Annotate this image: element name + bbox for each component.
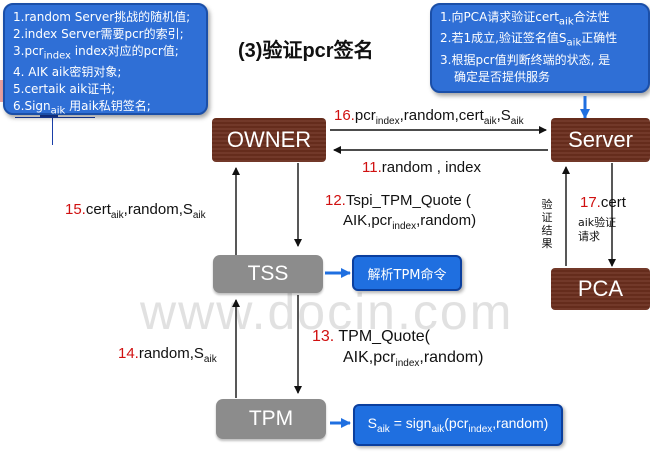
legend-line-4: 4. AIK aik密钥对象; [13,65,122,80]
right-note-line-3: 3.根据pcr值判断终端的状态, 是 [440,52,611,67]
legend-line-6: 6.Signaik 用aik私钥签名; [13,99,151,117]
sign-formula-box: Saik = signaik(pcrindex,random) [353,404,563,446]
parse-tpm-command-box: 解析TPM命令 [352,255,462,291]
diagram-title: (3)验证pcr签名 [238,40,374,62]
left-legend-note: 1.random Server挑战的随机值; 2.index Server需要p… [3,3,208,117]
decorative-line-h [15,117,95,118]
watermark: www.docin.com [140,284,514,340]
pca-node: PCA [551,268,650,310]
message-15: 15.certaik,random,Saik [65,201,206,221]
owner-label: OWNER [226,127,312,152]
decorative-line-v [52,95,53,145]
server-node: Server [551,118,650,162]
server-label: Server [568,127,633,152]
right-legend-note: 1.向PCA请求验证certaik合法性 2.若1成立,验证签名值Saik正确性… [430,3,650,93]
tss-label: TSS [247,262,289,285]
message-11: 11.random , index [362,159,481,176]
tpm-node: TPM [216,399,326,439]
sign-formula: Saik = signaik(pcrindex,random) [367,415,549,435]
legend-line-5: 5.certaik aik证书; [13,82,116,97]
tss-node: TSS [213,255,323,293]
message-14: 14.random,Saik [118,345,217,365]
tpm-label: TPM [248,407,294,430]
pca-verify-result-label: 验证结果 [541,198,553,250]
parse-tpm-command-label: 解析TPM命令 [367,267,447,283]
owner-node: OWNER [212,118,326,162]
legend-line-2: 2.index Server需要pcr的索引; [13,27,184,41]
right-note-line-2: 2.若1成立,验证签名值Saik正确性 [440,31,618,49]
message-16: 16.pcrindex,random,certaik,Saik [334,107,524,127]
message-13: 13. TPM_Quote( AIK,pcrindex,random) [312,328,484,370]
message-12: 12.Tspi_TPM_Quote ( AIK,pcrindex,random) [325,192,477,232]
message-17: 17.cert [580,194,626,211]
legend-line-1: 1.random Server挑战的随机值; [13,10,191,24]
right-note-line-4: 确定是否提供服务 [454,69,551,84]
pca-aik-request-label: aik验证请求 [578,216,617,243]
legend-line-3: 3.pcrindex index对应的pcr值; [13,44,179,62]
pca-label: PCA [577,276,624,301]
right-note-line-1: 1.向PCA请求验证certaik合法性 [440,10,610,28]
